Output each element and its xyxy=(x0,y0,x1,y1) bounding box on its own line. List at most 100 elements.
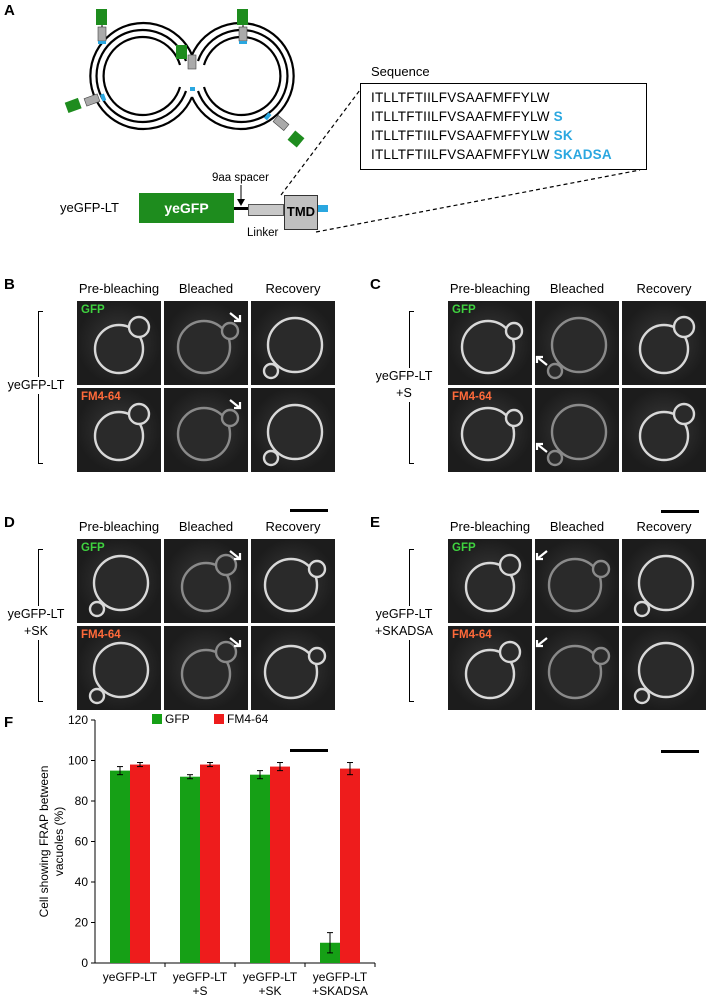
panel-label-d: D xyxy=(4,514,15,531)
bar-fm4-64 xyxy=(130,764,150,963)
column-header: Recovery xyxy=(265,519,321,534)
micrograph-gfp-bleached xyxy=(535,539,619,623)
legend-swatch-gfp xyxy=(152,714,162,724)
sequence-box: ITLLTFTIILFVSAAFMFFYLW ITLLTFTIILFVSAAFM… xyxy=(360,83,647,170)
construct-label: yeGFP-LT+SK xyxy=(2,606,70,640)
x-tick-label: yeGFP-LT xyxy=(103,970,158,984)
spacer-arrow-icon xyxy=(237,185,245,206)
micrograph-fm-pre: FM4-64 xyxy=(448,388,532,472)
linker-label: Linker xyxy=(247,227,279,239)
micrograph-fm-bleached xyxy=(535,388,619,472)
micrograph-fm-recovery xyxy=(251,626,335,710)
micrograph-fm-bleached xyxy=(164,388,248,472)
bar-fm4-64 xyxy=(270,766,290,963)
y-tick-label: 120 xyxy=(68,713,88,727)
panel-label-e: E xyxy=(370,514,381,531)
micrograph-fm-bleached xyxy=(535,626,619,710)
tmd-label: TMD xyxy=(286,204,316,219)
column-header: Bleached xyxy=(549,281,605,296)
scale-bar xyxy=(290,509,328,512)
column-header: Recovery xyxy=(636,281,692,296)
micrograph-gfp-recovery xyxy=(622,539,706,623)
micrograph-fm-bleached xyxy=(164,626,248,710)
column-header: Pre-bleaching xyxy=(78,281,160,296)
sequence-line: ITLLTFTIILFVSAAFMFFYLW SKADSA xyxy=(371,147,612,162)
micrograph-fm-recovery xyxy=(622,388,706,472)
bar-fm4-64 xyxy=(200,764,220,963)
construct-name: yeGFP-LT xyxy=(60,200,119,215)
spacer-line xyxy=(234,207,248,210)
micrograph-gfp-recovery xyxy=(622,301,706,385)
tmd-box: TMD xyxy=(284,195,318,230)
fm4-64-channel-label: FM4-64 xyxy=(452,391,492,403)
fm4-64-channel-label: FM4-64 xyxy=(81,629,121,641)
y-tick-label: 0 xyxy=(81,956,88,970)
micrograph-fm-recovery xyxy=(251,388,335,472)
micrograph-gfp-bleached xyxy=(535,301,619,385)
y-axis-label: Cell showing FRAP between xyxy=(37,766,51,918)
gfp-domain-box: yeGFP xyxy=(139,193,234,223)
bar-fm4-64 xyxy=(340,768,360,963)
gfp-domain-label: yeGFP xyxy=(164,200,209,216)
micrograph-gfp-pre: GFP xyxy=(77,539,161,623)
sequence-line: ITLLTFTIILFVSAAFMFFYLW S xyxy=(371,109,563,124)
legend-swatch-fm4-64 xyxy=(214,714,224,724)
column-header: Pre-bleaching xyxy=(78,519,160,534)
construct-label: yeGFP-LT xyxy=(2,376,70,394)
micrograph-fm-pre: FM4-64 xyxy=(77,388,161,472)
spacer-label: 9aa spacer xyxy=(212,172,269,184)
y-tick-label: 20 xyxy=(75,916,89,930)
sequence-line: ITLLTFTIILFVSAAFMFFYLW xyxy=(371,90,550,105)
y-tick-label: 100 xyxy=(68,754,88,768)
sequence-title: Sequence xyxy=(371,64,430,79)
zoom-connector-lines xyxy=(280,89,641,233)
panel-label-a: A xyxy=(4,2,15,19)
column-header: Bleached xyxy=(178,281,234,296)
column-header: Recovery xyxy=(265,281,321,296)
column-header: Recovery xyxy=(636,519,692,534)
construct-label: yeGFP-LT+S xyxy=(371,368,437,402)
micrograph-fm-pre: FM4-64 xyxy=(448,626,532,710)
gfp-channel-label: GFP xyxy=(452,304,476,316)
micrograph-gfp-recovery xyxy=(251,539,335,623)
column-header: Pre-bleaching xyxy=(449,519,531,534)
bar-gfp xyxy=(110,770,130,963)
micrograph-fm-recovery xyxy=(622,626,706,710)
gfp-channel-label: GFP xyxy=(81,304,105,316)
bar-gfp xyxy=(250,774,270,963)
x-tick-label: yeGFP-LT xyxy=(243,970,298,984)
gfp-channel-label: GFP xyxy=(81,542,105,554)
column-header: Bleached xyxy=(178,519,234,534)
micrograph-gfp-pre: GFP xyxy=(77,301,161,385)
legend-label-fm4-64: FM4-64 xyxy=(227,712,269,726)
sequence-line: ITLLTFTIILFVSAAFMFFYLW SK xyxy=(371,128,573,143)
micrograph-gfp-recovery xyxy=(251,301,335,385)
x-tick-label: +S xyxy=(192,984,207,998)
panel-label-c: C xyxy=(370,276,381,293)
fm4-64-channel-label: FM4-64 xyxy=(81,391,121,403)
panel-label-f: F xyxy=(4,714,14,731)
vacuole-fusion-diagram xyxy=(64,9,305,148)
column-header: Pre-bleaching xyxy=(449,281,531,296)
micrograph-fm-pre: FM4-64 xyxy=(77,626,161,710)
column-header: Bleached xyxy=(549,519,605,534)
micrograph-gfp-bleached xyxy=(164,539,248,623)
bar-gfp xyxy=(180,776,200,963)
y-tick-label: 80 xyxy=(75,794,89,808)
gfp-channel-label: GFP xyxy=(452,542,476,554)
x-tick-label: +SKADSA xyxy=(312,984,368,998)
construct-label: yeGFP-LT+SKADSA xyxy=(371,606,437,640)
linker-box xyxy=(248,204,284,216)
tag-box xyxy=(318,205,328,212)
y-axis-label: vacuoles (%) xyxy=(52,807,66,876)
fm4-64-channel-label: FM4-64 xyxy=(452,629,492,641)
micrograph-gfp-bleached xyxy=(164,301,248,385)
x-tick-label: yeGFP-LT xyxy=(173,970,228,984)
scale-bar xyxy=(290,749,328,752)
micrograph-gfp-pre: GFP xyxy=(448,539,532,623)
x-tick-label: +SK xyxy=(258,984,281,998)
x-tick-label: yeGFP-LT xyxy=(313,970,368,984)
scale-bar xyxy=(661,750,699,753)
legend-label-gfp: GFP xyxy=(165,712,190,726)
